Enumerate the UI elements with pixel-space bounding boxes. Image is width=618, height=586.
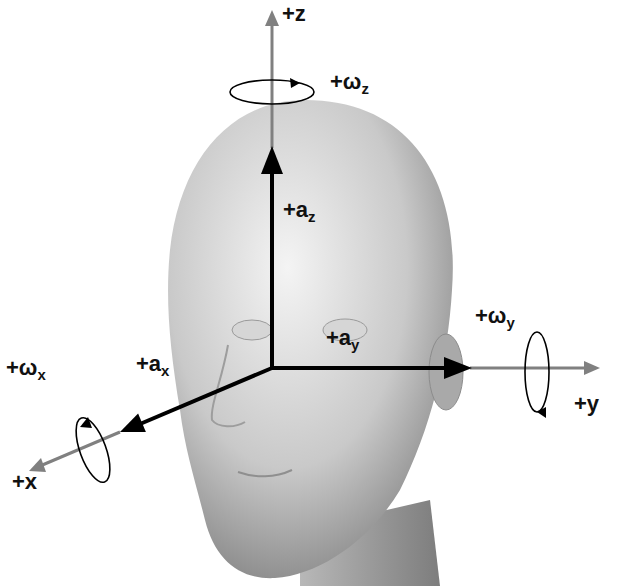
- axis-extension-head: [29, 10, 600, 472]
- rotation-arrow: [69, 80, 549, 486]
- mouth: [238, 470, 292, 476]
- head: [168, 100, 453, 578]
- axis-label: +ωz: [330, 70, 369, 94]
- acceleration-arrowhead: [120, 146, 472, 432]
- axis-label: +ay: [326, 326, 359, 350]
- axis-label: +y: [574, 392, 599, 416]
- eye: [232, 320, 272, 340]
- axis-label: +az: [283, 198, 316, 222]
- axis-label: +ωy: [475, 304, 515, 328]
- rotation-arrowhead: [80, 78, 546, 428]
- axis-label: +ax: [136, 352, 169, 376]
- axis-label: +x: [12, 470, 37, 494]
- axis-label: +z: [282, 2, 306, 26]
- axis-label: +ωx: [6, 356, 46, 380]
- axis-extension: [40, 22, 588, 466]
- acceleration-arrow: [140, 168, 450, 424]
